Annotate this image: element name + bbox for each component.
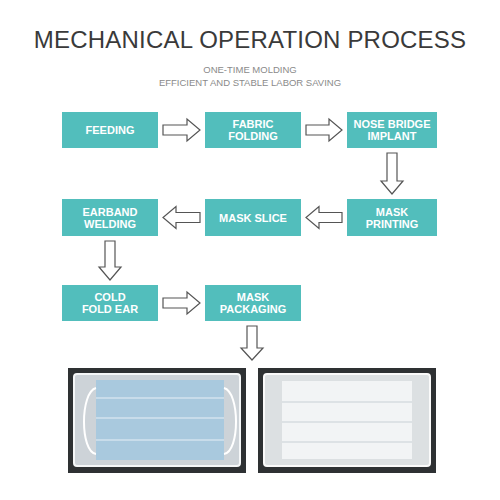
- product-photo: [68, 368, 246, 473]
- process-box: EARBAND WELDING: [62, 199, 158, 236]
- box-label: EARBAND WELDING: [79, 206, 141, 230]
- box-content: MASK PRINTING: [361, 206, 423, 230]
- hollow-arrow: [163, 292, 200, 314]
- subtitle-text: ONE-TIME MOLDING: [0, 64, 500, 75]
- subtitle-text: EFFICIENT AND STABLE LABOR SAVING: [0, 77, 500, 88]
- box-content: NOSE BRIDGE IMPLANT: [351, 118, 433, 142]
- diagram-title: MECHANICAL OPERATION PROCESS: [0, 26, 500, 54]
- box-label: NOSE BRIDGE IMPLANT: [351, 118, 433, 142]
- box-label: FABRIC FOLDING: [223, 118, 283, 142]
- box-content: MASK PACKAGING: [216, 291, 290, 315]
- process-box: COLD FOLD EAR: [62, 285, 158, 321]
- box-content: FABRIC FOLDING: [223, 118, 283, 142]
- product-photo: [258, 368, 436, 473]
- box-label: FEEDING: [70, 124, 150, 136]
- box-label: MASK SLICE: [208, 212, 298, 224]
- process-box: MASK SLICE: [205, 199, 301, 236]
- hollow-arrow: [241, 326, 263, 360]
- box-label: MASK PACKAGING: [216, 291, 290, 315]
- hollow-arrow: [306, 207, 342, 229]
- box-content: EARBAND WELDING: [79, 206, 141, 230]
- process-box: FABRIC FOLDING: [205, 112, 301, 148]
- hollow-arrow: [306, 119, 342, 141]
- process-box: NOSE BRIDGE IMPLANT: [347, 112, 437, 148]
- box-label: MASK PRINTING: [361, 206, 423, 230]
- box-content: MASK SLICE: [208, 212, 298, 224]
- box-label: COLD FOLD EAR: [80, 291, 140, 315]
- hollow-arrow: [99, 241, 121, 280]
- hollow-arrow: [163, 207, 200, 229]
- process-box: MASK PRINTING: [347, 199, 437, 236]
- hollow-arrow: [163, 119, 200, 141]
- box-content: COLD FOLD EAR: [80, 291, 140, 315]
- hollow-arrow: [381, 153, 403, 194]
- process-box: FEEDING: [62, 112, 158, 148]
- box-content: FEEDING: [70, 124, 150, 136]
- process-box: MASK PACKAGING: [205, 285, 301, 321]
